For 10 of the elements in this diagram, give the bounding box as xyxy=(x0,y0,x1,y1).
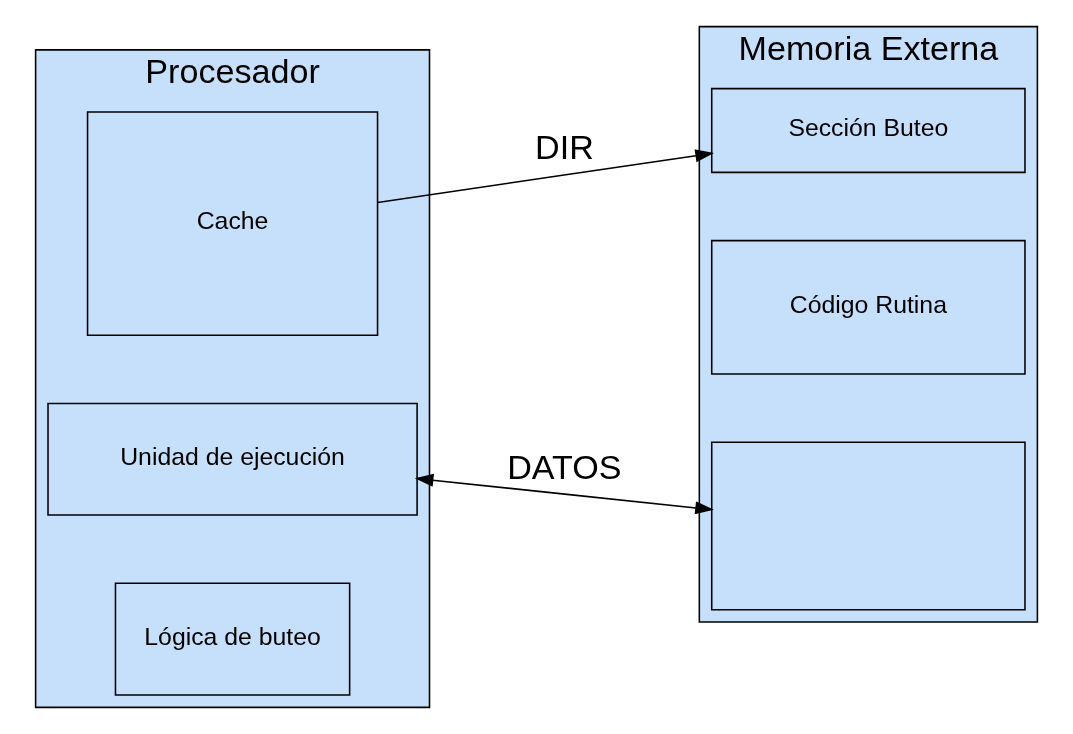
arrow xyxy=(414,473,714,515)
arrow xyxy=(376,149,714,204)
edge-label: DIR xyxy=(535,128,594,167)
node-box: Unidad de ejecución xyxy=(47,402,418,516)
node-box: Sección Buteo xyxy=(710,87,1026,174)
node-box xyxy=(710,441,1026,611)
node-box: Cache xyxy=(86,111,379,336)
node-box: Lógica de buteo xyxy=(114,582,351,696)
node-box: Código Rutina xyxy=(710,239,1026,375)
edge-label: DATOS xyxy=(507,447,622,486)
